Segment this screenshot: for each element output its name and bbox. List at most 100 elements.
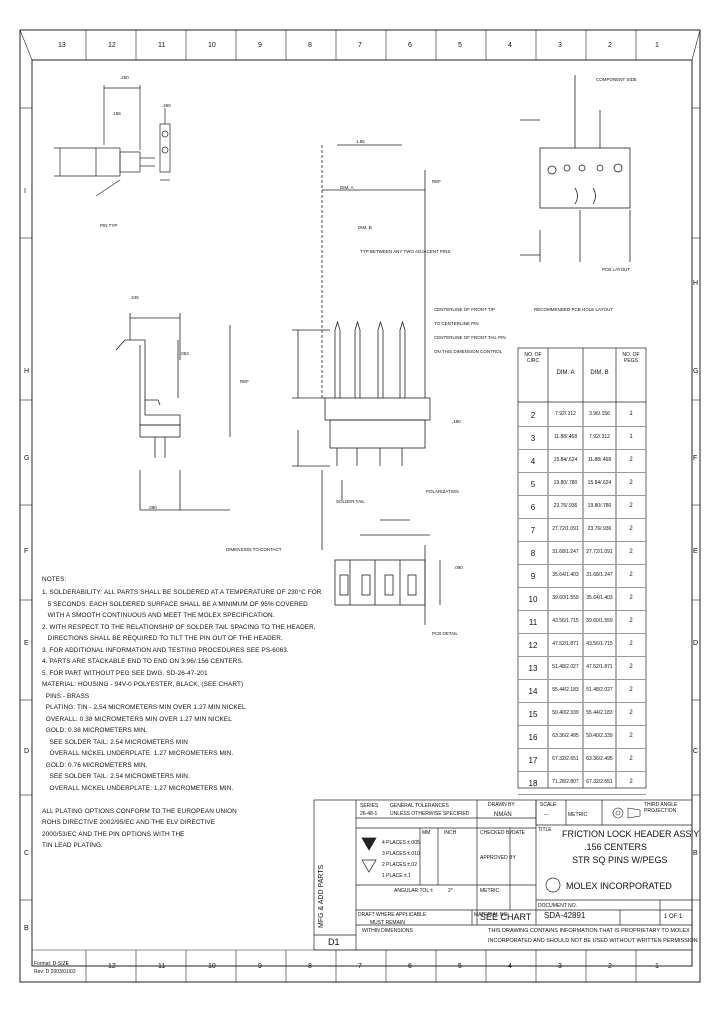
chart-cell-circ: 14 <box>528 687 538 696</box>
dim-b-label: DIM. B <box>358 225 372 230</box>
zone-number: 4 <box>508 42 512 49</box>
dim-label: .245 <box>130 295 139 300</box>
projection-label: THIRD ANGLE PROJECTION <box>644 802 678 814</box>
title-label: TITLE <box>538 827 552 833</box>
note-line: PLATING: TIN - 2.54 MICROMETERS MIN OVER… <box>42 704 246 711</box>
proprietary-line-2: INCORPORATED AND SHOULD NOT BE USED WITH… <box>488 938 698 944</box>
dim-label: 1.85 <box>356 139 365 144</box>
chart-cell-circ: 8 <box>530 549 536 558</box>
title-line-1: FRICTION LOCK HEADER ASS'Y <box>562 829 700 839</box>
header-front-view <box>292 144 431 550</box>
company-name: MOLEX INCORPORATED <box>566 881 672 891</box>
footer-rev: Rev: D 2003/01/02 <box>34 969 76 975</box>
zone-number: 5 <box>458 963 462 970</box>
note-line: OVERALL NICKEL UNDERPLATE: 1.27 MICROMET… <box>42 750 234 757</box>
chart-cell-b: 35.64/1.403 <box>586 595 613 601</box>
chart-cell-b: 3.96/.156 <box>589 411 610 417</box>
material-label: MATERIAL NO. <box>474 912 509 918</box>
notes-lines: 1. SOLDERABILITY: ALL PARTS SHALL BE SOL… <box>42 589 322 854</box>
chart-cell-b: 31.68/1.247 <box>586 572 613 578</box>
projection-symbol <box>612 807 641 819</box>
chart-cell-pegs: 2 <box>629 641 633 647</box>
tolerance-value: ±.005 <box>405 840 420 846</box>
chart-cell-pegs: 2 <box>629 503 633 509</box>
chart-cell-a: 71.28/2.807 <box>552 779 579 785</box>
note-line: PINS - BRASS <box>42 692 90 700</box>
inch-label: INCH <box>444 830 457 836</box>
chart-cell-pegs: 2 <box>629 687 633 693</box>
molex-logo <box>545 877 561 893</box>
chart-cell-a: 55.44/2.183 <box>552 687 579 693</box>
chart-cell-b: 7.92/.312 <box>589 434 610 440</box>
chart-cell-circ: 9 <box>530 572 536 581</box>
chart-cell-b: 51.48/2.027 <box>586 687 613 693</box>
chart-cell-b: 67.32/2.651 <box>586 779 613 785</box>
note-line: 5 SECONDS. EACH SOLDERED SURFACE SHALL B… <box>42 600 308 608</box>
tolerance-places: 1 PLACE <box>382 873 403 879</box>
zone-number: 3 <box>558 963 562 970</box>
zone-number: 11 <box>158 42 166 49</box>
zone-letter: I <box>24 188 26 195</box>
zone-number: 10 <box>208 42 216 49</box>
dim-label: .156 <box>112 111 121 116</box>
zone-letter: D <box>693 640 699 647</box>
chart-cell-circ: 18 <box>528 779 538 788</box>
chart-cell-a: 63.36/2.495 <box>552 733 579 739</box>
chart-cell-pegs: 1 <box>629 434 633 440</box>
zone-number: 9 <box>258 42 262 49</box>
chart-cell-b: 19.80/.780 <box>587 503 612 509</box>
drawn-by-label: DRAWN BY <box>488 802 515 808</box>
chart-cell-b: 15.84/.624 <box>587 480 612 486</box>
chart-cell-b: 55.44/2.183 <box>586 710 613 716</box>
tolerance-row: 3 PLACES ±.010 <box>382 851 420 857</box>
chart-cell-a: 39.60/1.559 <box>552 595 579 601</box>
chart-cell-pegs: 2 <box>629 710 633 716</box>
chart-cell-b: 11.88/.468 <box>587 457 612 463</box>
zone-number: 4 <box>508 963 512 970</box>
notes-heading: NOTES: <box>42 576 67 583</box>
material-value: SEE CHART <box>480 912 532 922</box>
note-line: TIN LEAD PLATING. <box>42 842 103 849</box>
zone-number: 6 <box>408 963 412 970</box>
chart-cell-circ: 7 <box>530 526 536 535</box>
note-line: DIRECTIONS SHALL BE REQUIRED TO TILT THE… <box>42 635 283 642</box>
revision-triangles <box>361 837 377 873</box>
component-side-label: COMPONENT SIDE <box>596 77 637 82</box>
revision-box-label: MFG & ADD PARTS <box>318 864 325 928</box>
chart-cell-pegs: 2 <box>629 572 633 578</box>
note-line: 2. WITH RESPECT TO THE RELATIONSHIP OF S… <box>42 623 316 631</box>
chart-cell-pegs: 1 <box>629 411 633 417</box>
chart-cell-pegs: 2 <box>629 595 633 601</box>
chart-cell-pegs: 2 <box>629 664 633 670</box>
chart-cell-pegs: 2 <box>629 457 633 463</box>
sample-pin-note: TYP BETWEEN ANY TWO ADJACENT PINS <box>360 249 451 254</box>
title-line-2: .156 CENTERS <box>584 842 648 852</box>
chart-cell-a: 67.32/2.651 <box>552 756 579 762</box>
chart-cell-pegs: 2 <box>629 756 633 762</box>
revision-box: MFG & ADD PARTS <box>314 800 356 935</box>
footer-format: Format: D-SIZE <box>34 961 70 967</box>
chart-table-grid <box>517 347 647 789</box>
title-block-grid <box>313 799 693 951</box>
note-line: ALL PLATING OPTIONS CONFORM TO THE EUROP… <box>42 807 237 815</box>
note-line: GOLD: 0.38 MICROMETERS MIN. <box>42 727 148 734</box>
zone-letter: C <box>24 850 30 857</box>
zone-number: 11 <box>158 963 166 970</box>
note-line: ROHS DIRECTIVE 2002/95/EC AND THE ELV DI… <box>42 819 216 826</box>
doc-label: DOCUMENT NO. <box>538 903 578 909</box>
revision-letter: D1 <box>328 937 340 947</box>
chart-cell-circ: 6 <box>530 503 536 512</box>
notes-block: NOTES: 1. SOLDERABILITY: ALL PARTS SHALL… <box>42 576 322 854</box>
centerline-note: ON THIS DIMENSION CONTROL <box>434 349 503 354</box>
chart-cell-b: 39.60/1.559 <box>586 618 613 624</box>
zone-number: 1 <box>655 42 659 49</box>
note-line: 3. FOR ADDITIONAL INFORMATION AND TESTIN… <box>42 646 289 654</box>
tolerance-value: ±.010 <box>405 851 420 857</box>
